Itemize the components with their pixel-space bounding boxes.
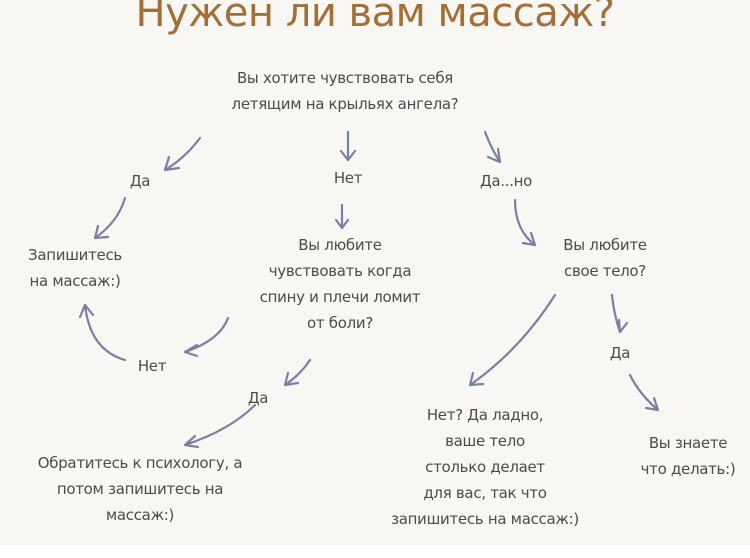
arrow-no-signup <box>78 303 127 362</box>
arrow-q3-body <box>468 293 557 387</box>
result-psychologist-line: Обратитесь к психологу, а <box>37 454 243 472</box>
result-body-line: запишитесь на массаж:) <box>391 510 579 528</box>
arrows-layer <box>78 130 660 449</box>
answer-no: Нет <box>333 169 363 187</box>
answer-pain-no: Нет <box>137 357 167 375</box>
result-signup-line: Запишитесь <box>28 246 122 264</box>
result-body: Нет? Да ладно, ваше тело столько делает … <box>391 402 579 532</box>
arrow-q2-yes <box>283 358 312 387</box>
arrow-yes-signup <box>93 196 127 240</box>
question-angel-line: Вы хотите чувствовать себя <box>236 69 454 87</box>
arrow-yes-psych <box>183 403 257 449</box>
question-love-body-line: Вы любите <box>563 236 647 254</box>
question-pain-line: чувствовать когда <box>268 262 412 280</box>
arrow-q3-yes <box>610 293 629 334</box>
question-love-body: Вы любите свое тело? <box>563 232 647 284</box>
result-body-line: столько делает <box>425 458 545 476</box>
result-body-line: ваше тело <box>445 432 525 450</box>
result-body-line: для вас, так что <box>423 484 547 502</box>
arrow-yes-know <box>628 373 660 412</box>
diagram-canvas: Нужен ли вам массаж? Вы хотите чувствова… <box>0 0 750 545</box>
question-pain: Вы любите чувствовать когда спину и плеч… <box>260 232 421 336</box>
result-psychologist-line: массаж:) <box>105 506 175 524</box>
question-pain-line: Вы любите <box>298 236 382 254</box>
result-signup-line: на массаж:) <box>29 272 121 290</box>
answer-pain-yes: Да <box>247 389 269 407</box>
question-pain-line: спину и плечи ломит <box>259 288 421 306</box>
answer-yes: Да <box>129 172 151 190</box>
result-you-know: Вы знаете что делать:) <box>641 430 736 482</box>
question-angel: Вы хотите чувствовать себя летящим на кр… <box>232 65 459 117</box>
question-pain-line: от боли? <box>306 314 374 332</box>
result-you-know-line: что делать:) <box>640 460 736 478</box>
result-psychologist: Обратитесь к психологу, а потом запишите… <box>38 450 243 528</box>
result-signup: Запишитесь на массаж:) <box>28 242 122 294</box>
arrow-no-q2 <box>334 203 350 230</box>
arrow-yesbut-q3 <box>513 198 537 247</box>
result-psychologist-line: потом запишитесь на <box>56 480 224 498</box>
result-you-know-line: Вы знаете <box>648 434 728 452</box>
question-angel-line: летящим на крыльях ангела? <box>231 95 459 113</box>
arrow-q1-yes <box>163 136 202 172</box>
answer-love-yes: Да <box>609 344 631 362</box>
answer-yes-but: Да...но <box>479 172 533 190</box>
diagram-title: Нужен ли вам массаж? <box>135 0 615 36</box>
question-love-body-line: свое тело? <box>564 262 646 280</box>
result-body-line: Нет? Да ладно, <box>426 406 544 424</box>
arrow-q1-no <box>339 130 357 162</box>
arrow-q1-yesbut <box>483 130 502 164</box>
arrow-q2-no <box>183 316 230 358</box>
